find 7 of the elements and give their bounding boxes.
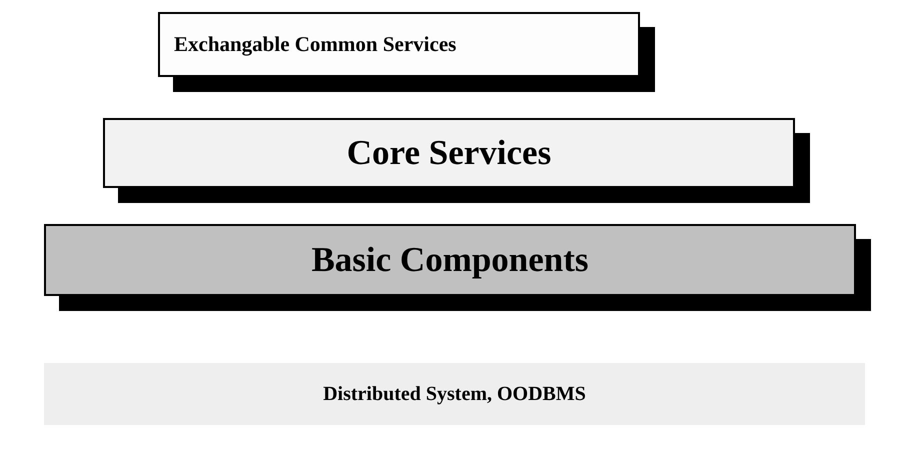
box-label: Basic Components	[311, 240, 589, 280]
box-label: Core Services	[346, 133, 552, 173]
service-box	[158, 12, 640, 77]
box-label: Exchangable Common Services	[174, 32, 456, 57]
box-label: Distributed System, OODBMS	[323, 382, 586, 406]
service-box	[103, 118, 795, 188]
component-box	[44, 224, 856, 296]
